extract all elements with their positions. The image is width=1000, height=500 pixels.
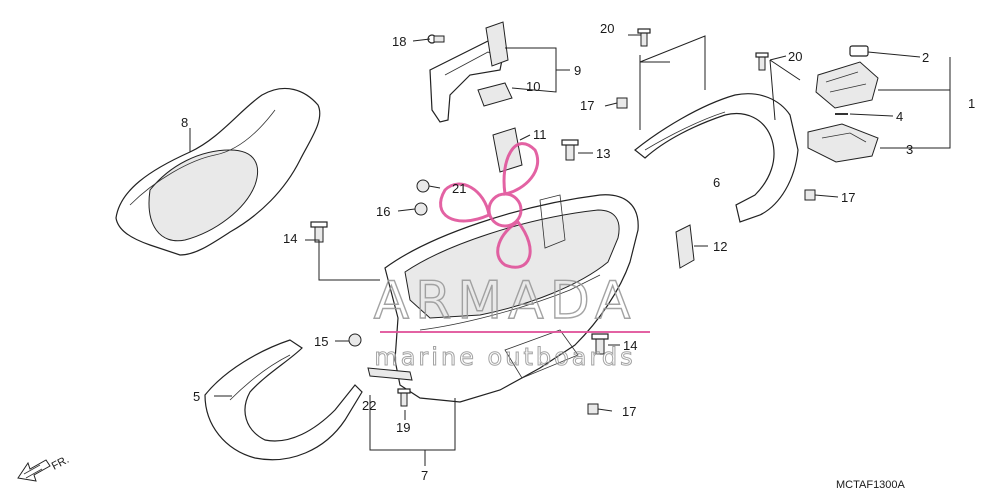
callout-18: 18 (392, 34, 406, 49)
part-9-bracket (429, 21, 509, 123)
part-18-screw (427, 34, 445, 44)
callout-14b: 14 (623, 338, 637, 353)
watermark-logo: ARMADA marine outboards (373, 142, 650, 372)
part-22-hinge (367, 367, 413, 381)
callout-3: 3 (906, 142, 913, 157)
callout-10: 10 (526, 79, 540, 94)
fastener-13 (561, 139, 579, 161)
part-1-lock-assembly (815, 61, 879, 109)
callout-15: 15 (314, 334, 328, 349)
callout-1: 1 (968, 96, 975, 111)
callout-17c: 17 (622, 404, 636, 419)
callout-12: 12 (713, 239, 727, 254)
part-12-bracket (675, 224, 695, 269)
callout-17b: 17 (841, 190, 855, 205)
callout-2: 2 (922, 50, 929, 65)
callout-17a: 17 (580, 98, 594, 113)
part-5-lower-panel (204, 339, 363, 461)
part-2-lock-pin (849, 45, 869, 57)
callout-11: 11 (533, 127, 547, 142)
callout-21: 21 (452, 181, 466, 196)
callout-7: 7 (421, 468, 428, 483)
callout-22: 22 (362, 398, 376, 413)
clip-17b (804, 189, 816, 201)
part-10-pad (477, 82, 513, 107)
callout-20b: 20 (788, 49, 802, 64)
watermark-subtitle: marine outboards (374, 343, 635, 371)
part-6-grab-rail (634, 93, 799, 223)
part-7-luggage-box (384, 194, 639, 403)
callout-13: 13 (596, 146, 610, 161)
callout-14a: 14 (283, 231, 297, 246)
callout-19: 19 (396, 420, 410, 435)
direction-label: FR. (50, 454, 71, 473)
callout-8: 8 (181, 115, 188, 130)
callout-4: 4 (896, 109, 903, 124)
callout-5: 5 (193, 389, 200, 404)
front-direction-arrow (17, 459, 51, 482)
fastener-14b (591, 333, 609, 355)
callout-16: 16 (376, 204, 390, 219)
clip-17c (587, 403, 599, 415)
fastener-20a (637, 28, 651, 47)
watermark-title: ARMADA (374, 271, 637, 331)
callout-6: 6 (713, 175, 720, 190)
fastener-15 (348, 333, 362, 347)
clip-17a (616, 97, 628, 109)
fastener-14a (310, 221, 328, 243)
fastener-21 (416, 179, 430, 193)
fastener-20b (755, 52, 769, 71)
fastener-16 (414, 202, 428, 216)
fastener-19 (397, 388, 411, 407)
callout-20a: 20 (600, 21, 614, 36)
leader-lines (189, 34, 951, 466)
diagram-code: MCTAF1300A (836, 479, 906, 491)
callout-9: 9 (574, 63, 581, 78)
propeller-icon (439, 142, 540, 269)
part-3-lock-plate (807, 123, 879, 163)
part-11-lens (492, 127, 523, 173)
callout-labels: 1 2 3 4 5 6 7 8 9 10 11 12 13 14 14 15 1… (181, 21, 975, 483)
